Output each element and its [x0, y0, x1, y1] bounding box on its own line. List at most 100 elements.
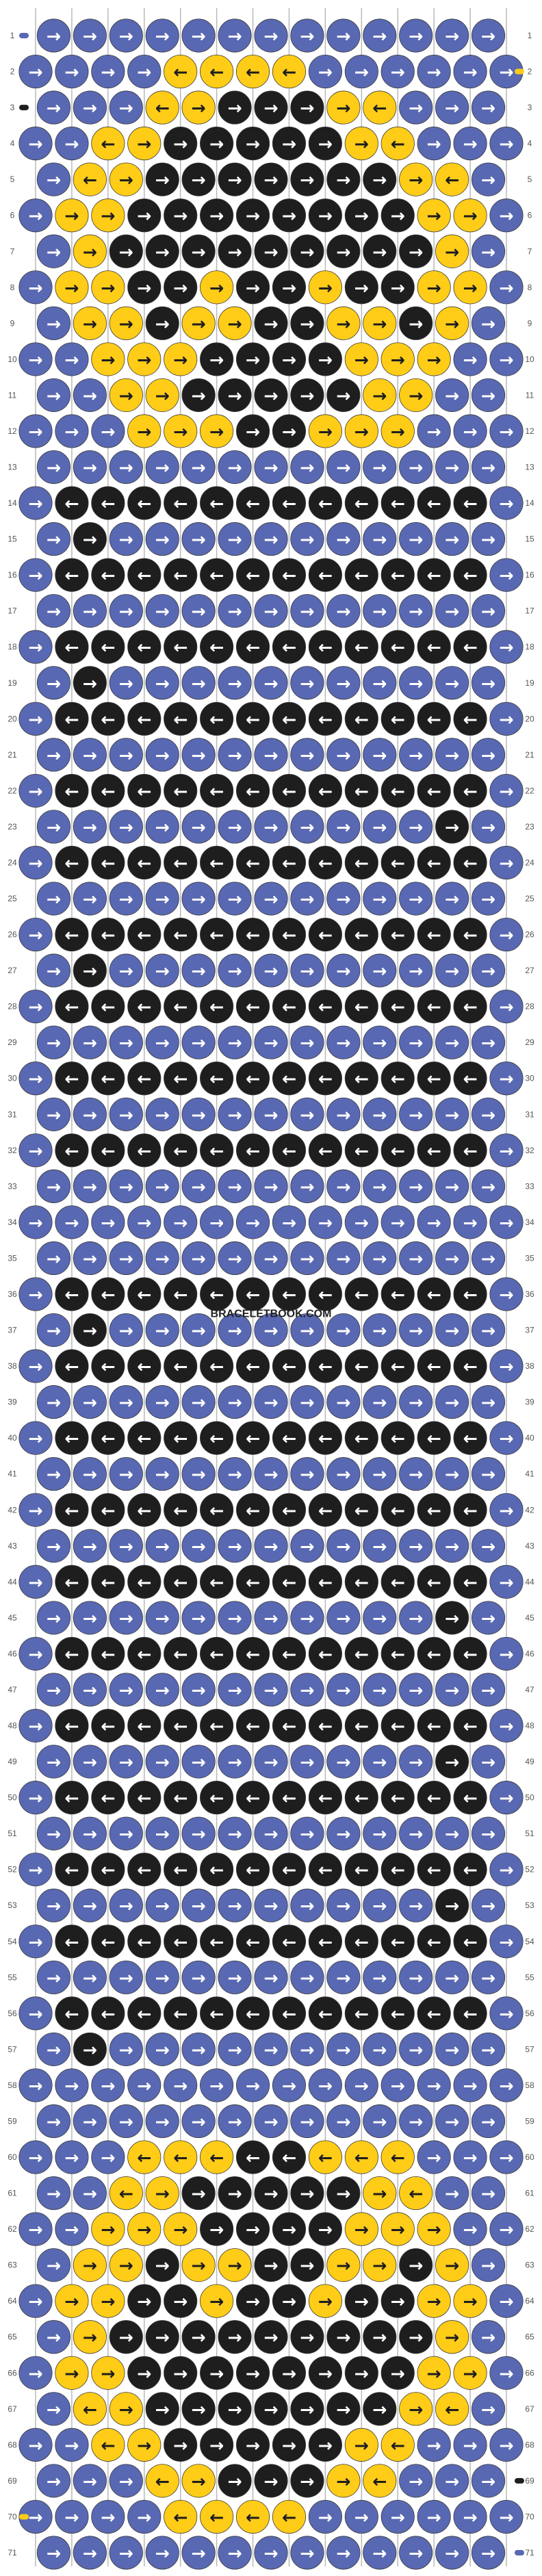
knot-circle	[73, 450, 107, 485]
knot: →	[145, 1241, 179, 1276]
knot-circle	[55, 198, 89, 233]
knot-arrow: →	[409, 1679, 423, 1700]
knot-circle	[36, 881, 71, 916]
knot-arrow: →	[227, 1968, 242, 1988]
knot-arrow: ←	[282, 853, 296, 873]
knot-arrow: →	[499, 133, 513, 154]
knot-arrow: →	[227, 170, 242, 190]
knot-circle	[489, 414, 524, 448]
knot-arrow: →	[47, 2039, 61, 2060]
knot-circle	[380, 990, 415, 1024]
knot-circle	[36, 1241, 71, 1276]
knot-arrow: ←	[83, 2399, 97, 2419]
knot-arrow: →	[263, 745, 278, 765]
knot-circle	[164, 127, 198, 161]
knot-circle	[109, 378, 143, 412]
row-number: 14	[525, 498, 534, 508]
knot: ←	[380, 1133, 415, 1168]
knot-arrow: ←	[137, 996, 151, 1017]
knot-circle	[127, 1421, 162, 1455]
knot-arrow: ←	[463, 1931, 477, 1952]
knot-arrow: →	[372, 816, 387, 837]
knot: →	[164, 2068, 198, 2102]
knot-arrow: →	[372, 1464, 387, 1484]
knot: ←	[380, 2140, 415, 2174]
knot-circle	[453, 1781, 487, 1815]
knot-circle	[308, 845, 342, 880]
knot-circle	[272, 773, 307, 808]
knot-circle	[399, 1673, 433, 1707]
knot: ←	[55, 1349, 89, 1383]
knot: →	[363, 522, 397, 556]
knot-circle	[453, 1133, 487, 1168]
knot-circle	[363, 1457, 397, 1491]
knot-circle	[344, 1277, 378, 1311]
knot-circle	[254, 666, 288, 700]
row-number: 59	[525, 2116, 534, 2126]
knot: →	[145, 1169, 179, 1203]
knot-circle	[290, 1385, 324, 1419]
row-number: 5	[10, 175, 15, 184]
knot-circle	[435, 162, 469, 196]
knot: →	[91, 2499, 125, 2534]
knot: ←	[308, 1781, 342, 1815]
string-end-tab	[19, 2514, 29, 2520]
knot: →	[290, 1601, 324, 1635]
knot-arrow: ←	[64, 853, 79, 873]
knot: ←	[380, 1564, 415, 1599]
knot: ←	[272, 1493, 307, 1527]
knot-circle	[218, 666, 252, 700]
knot: →	[453, 2284, 487, 2318]
knot-circle	[235, 1421, 270, 1455]
knot-circle	[145, 18, 179, 53]
knot-circle	[453, 198, 487, 233]
knot-arrow: →	[47, 1896, 61, 1916]
knot-circle	[290, 522, 324, 556]
knot-arrow: ←	[101, 1859, 115, 1880]
knot: →	[489, 773, 524, 808]
knot-circle	[344, 1781, 378, 1815]
knot: →	[471, 522, 506, 556]
knot-circle	[380, 414, 415, 448]
knot: ←	[73, 2392, 107, 2426]
knot-arrow: →	[246, 2363, 260, 2384]
knot-arrow: ←	[282, 637, 296, 658]
knot: →	[290, 953, 324, 988]
knot: →	[109, 18, 143, 53]
knot-arrow: →	[155, 2399, 170, 2419]
knot-arrow: →	[192, 2039, 206, 2060]
knot: →	[109, 1385, 143, 1419]
knot-arrow: ←	[173, 2507, 188, 2527]
knot: →	[308, 2284, 342, 2318]
knot-arrow: →	[445, 601, 459, 621]
knot-circle	[18, 342, 53, 376]
knot: ←	[344, 1853, 378, 1887]
knot-circle	[235, 1349, 270, 1383]
knot-circle	[235, 558, 270, 592]
knot: →	[91, 2356, 125, 2390]
knot-arrow: →	[192, 98, 206, 118]
knot-arrow: ←	[209, 709, 224, 730]
knot: ←	[91, 486, 125, 520]
knot: →	[417, 198, 451, 233]
knot: →	[363, 2104, 397, 2139]
knot-arrow: →	[263, 601, 278, 621]
knot-arrow: →	[409, 2255, 423, 2276]
knot-circle	[200, 1853, 234, 1887]
knot-arrow: →	[499, 493, 513, 514]
knot: →	[308, 270, 342, 305]
knot: ←	[55, 1277, 89, 1311]
knot-arrow: ←	[173, 1356, 188, 1377]
knot: →	[200, 270, 234, 305]
knot-arrow: ←	[282, 1428, 296, 1449]
knot-arrow: →	[28, 1716, 42, 1736]
knot: ←	[308, 773, 342, 808]
knot-circle	[235, 414, 270, 448]
knot-circle	[344, 918, 378, 952]
knot-arrow: ←	[246, 1500, 260, 1521]
knot-arrow: →	[83, 1824, 97, 1844]
knot-arrow: →	[64, 349, 79, 370]
knot: →	[471, 2392, 506, 2426]
knot-circle	[181, 881, 216, 916]
knot-arrow: →	[263, 1896, 278, 1916]
